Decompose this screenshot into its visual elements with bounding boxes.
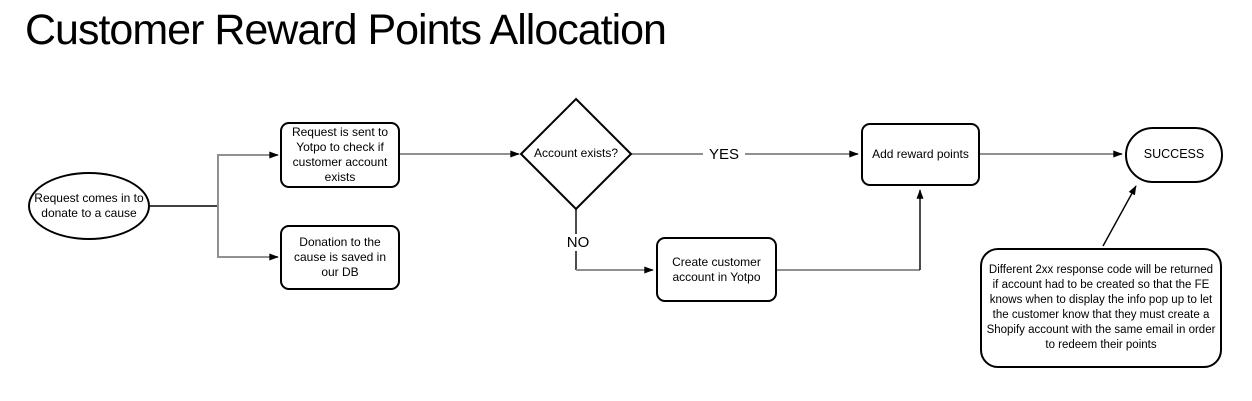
node-add-points-label: Add reward points xyxy=(872,147,969,161)
edge-junction-to-save-donation xyxy=(217,206,279,261)
node-decision-label: Account exists? xyxy=(533,146,619,160)
node-check-yotpo-label: Request is sent to Yotpo to check if cus… xyxy=(291,125,389,184)
node-start-label: Request comes in to donate to a cause xyxy=(34,191,144,220)
node-add-points: Add reward points xyxy=(861,123,980,186)
note-text: Different 2xx response code will be retu… xyxy=(986,264,1216,351)
node-success-label: SUCCESS xyxy=(1143,147,1205,162)
node-save-donation: Donation to the cause is saved in our DB xyxy=(280,225,400,290)
note-box: Different 2xx response code will be retu… xyxy=(980,248,1222,368)
edge-label-no: NO xyxy=(559,234,597,252)
node-create-account: Create customer account in Yotpo xyxy=(656,237,777,302)
node-success: SUCCESS xyxy=(1125,127,1223,183)
edge-junction-to-check-yotpo xyxy=(217,151,279,206)
edge-label-yes: YES xyxy=(703,146,745,164)
node-start: Request comes in to donate to a cause xyxy=(28,172,150,240)
node-check-yotpo: Request is sent to Yotpo to check if cus… xyxy=(280,122,400,188)
edge-note-to-success xyxy=(1102,185,1137,247)
page-title: Customer Reward Points Allocation xyxy=(25,6,667,54)
node-save-donation-label: Donation to the cause is saved in our DB xyxy=(293,235,387,279)
node-create-account-label: Create customer account in Yotpo xyxy=(672,254,761,284)
decision-diamond-shape xyxy=(519,97,633,211)
